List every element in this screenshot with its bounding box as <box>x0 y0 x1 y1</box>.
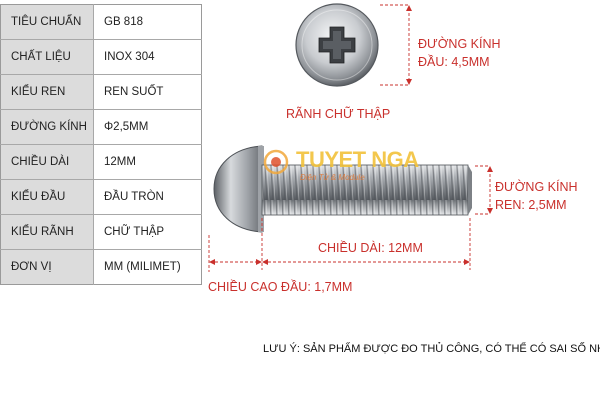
length-dimension <box>261 218 471 270</box>
spec-key: KIỂU RÃNH <box>0 214 94 250</box>
spec-key: ĐƠN VỊ <box>0 249 94 285</box>
watermark-logo-icon <box>263 149 289 175</box>
measurement-note: LƯU Ý: SẢN PHẨM ĐƯỢC ĐO THỦ CÔNG, CÓ THỂ… <box>263 343 600 355</box>
head-height-label: CHIỀU CAO ĐẦU: 1,7MM <box>208 280 353 294</box>
spec-value: 12MM <box>93 144 202 180</box>
spec-value: GB 818 <box>93 4 202 40</box>
spec-value: CHỮ THẬP <box>93 214 202 250</box>
spec-value: ĐẦU TRÒN <box>93 179 202 215</box>
thread-diameter-dimension <box>475 165 491 215</box>
spec-key: CHIỀU DÀI <box>0 144 94 180</box>
spec-key: KIỂU REN <box>0 74 94 110</box>
watermark-subtitle: Điện Tử & Module <box>300 173 365 182</box>
spec-key: CHẤT LIỆU <box>0 39 94 75</box>
thread-diameter-label: ĐƯỜNG KÍNH REN: 2,5MM <box>495 180 578 212</box>
length-label: CHIỀU DÀI: 12MM <box>318 241 423 255</box>
head-diameter-dimension <box>380 4 410 86</box>
spec-key: KIỂU ĐẦU <box>0 179 94 215</box>
cross-slot-icon <box>318 26 356 64</box>
spec-value: Φ2,5MM <box>93 109 202 145</box>
spec-key: TIÊU CHUẨN <box>0 4 94 40</box>
spec-value: INOX 304 <box>93 39 202 75</box>
cross-slot-label: RÃNH CHỮ THẬP <box>286 107 391 121</box>
spec-value: MM (MILIMET) <box>93 249 202 285</box>
head-height-dimension <box>208 235 256 272</box>
head-diameter-label: ĐƯỜNG KÍNH ĐẦU: 4,5MM <box>418 37 501 69</box>
spec-key: ĐƯỜNG KÍNH <box>0 109 94 145</box>
screw-head-top-view <box>295 3 379 87</box>
screw-side-view <box>213 145 472 233</box>
watermark-title: TUYET NGA <box>296 147 419 172</box>
spec-value: REN SUỐT <box>93 74 202 110</box>
